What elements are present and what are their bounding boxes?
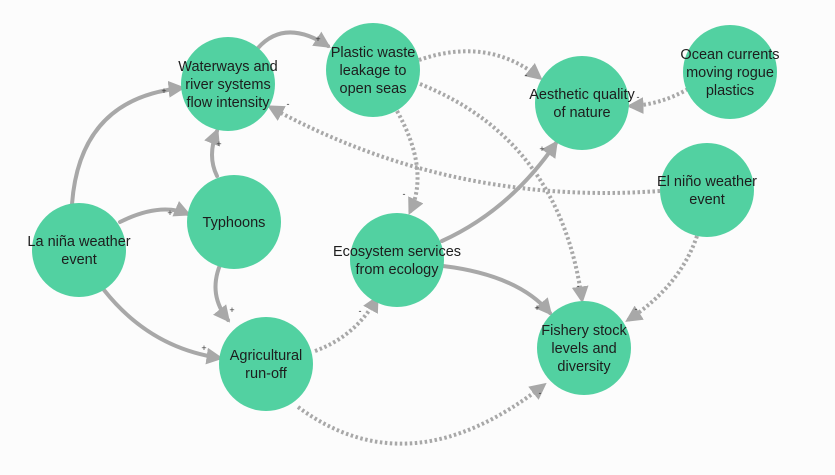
node-label-line: leakage to <box>340 63 407 79</box>
node-label-line: Aesthetic quality <box>529 87 635 103</box>
polarity-label-typhoons-to-waterways: + <box>216 139 221 149</box>
polarity-label-plastic_waste-to-aesthetic: - <box>525 70 528 80</box>
links-layer: + + + + + + - - - - - - + + - - <box>70 30 699 446</box>
polarity-label-agricultural-to-fishery: - <box>539 388 542 398</box>
node-label-line: run-off <box>245 366 288 382</box>
link-typhoons-to-waterways <box>204 127 220 178</box>
node-el-nino: El niño weather event <box>657 143 757 237</box>
node-label-line: Agricultural <box>230 348 303 364</box>
link-la_nina-to-agricultural <box>102 288 224 365</box>
node-ocean-currents: Ocean currents moving rogue plastics <box>680 25 780 119</box>
node-circle <box>350 213 444 307</box>
node-plastic-waste: Plastic waste leakage to open seas <box>326 23 420 117</box>
polarity-label-la_nina-to-agricultural: + <box>201 343 206 353</box>
node-label-line: event <box>689 192 724 208</box>
node-fishery: Fishery stock levels and diversity <box>537 301 631 395</box>
link-ecosystem-to-fishery <box>441 264 553 316</box>
link-ecosystem-to-aesthetic <box>440 140 558 243</box>
link-la_nina-to-waterways <box>70 80 186 206</box>
node-circle <box>326 23 420 117</box>
node-label-line: event <box>61 252 96 268</box>
link-ocean_currents-to-aesthetic <box>626 87 689 114</box>
link-agricultural-to-fishery <box>296 382 547 446</box>
node-circle <box>537 301 631 395</box>
polarity-label-ocean_currents-to-aesthetic: - <box>637 92 640 102</box>
polarity-label-la_nina-to-typhoons: + <box>167 208 172 218</box>
link-la_nina-to-typhoons <box>118 200 192 224</box>
node-la-nina: La niña weather event <box>27 203 131 297</box>
polarity-label-typhoons-to-agricultural: + <box>229 305 234 315</box>
node-circle <box>32 203 126 297</box>
polarity-label-agricultural-to-ecosystem: - <box>359 306 362 316</box>
polarity-label-la_nina-to-waterways: + <box>161 86 166 96</box>
link-el_nino-to-waterways <box>267 105 661 195</box>
polarity-label-ecosystem-to-aesthetic: + <box>539 144 544 154</box>
link-el_nino-to-fishery <box>625 235 699 322</box>
node-label-line: open seas <box>340 81 407 97</box>
node-ecosystem: Ecosystem services from ecology <box>333 213 461 307</box>
node-label-line: flow intensity <box>186 95 270 111</box>
node-label-line: Plastic waste <box>331 45 416 61</box>
node-typhoons: Typhoons <box>187 175 281 269</box>
node-circle <box>187 175 281 269</box>
link-plastic_waste-to-aesthetic <box>418 49 543 81</box>
node-label-line: levels and <box>551 341 616 357</box>
node-label-line: Ecosystem services <box>333 244 461 260</box>
polarity-label-plastic_waste-to-ecosystem: - <box>403 189 406 199</box>
node-label-line: from ecology <box>355 262 439 278</box>
link-plastic_waste-to-ecosystem <box>395 110 424 216</box>
node-circle <box>683 25 777 119</box>
node-label-line: diversity <box>557 359 611 375</box>
link-typhoons-to-agricultural <box>213 263 231 323</box>
node-circle <box>219 317 313 411</box>
nodes-layer: Waterways and river systems flow intensity… <box>27 23 780 411</box>
node-label-line: river systems <box>185 77 270 93</box>
node-circle <box>181 37 275 131</box>
node-label-line: of nature <box>553 105 610 121</box>
node-label-line: La niña weather <box>27 234 130 250</box>
polarity-label-ecosystem-to-fishery: + <box>534 303 539 313</box>
node-agricultural: Agricultural run-off <box>219 317 313 411</box>
polarity-label-el_nino-to-waterways: - <box>287 99 290 109</box>
node-circle <box>535 56 629 150</box>
node-circle <box>660 143 754 237</box>
polarity-label-waterways-to-plastic_waste: + <box>315 34 320 44</box>
link-waterways-to-plastic_waste <box>256 30 331 50</box>
link-agricultural-to-ecosystem <box>314 295 379 353</box>
node-aesthetic: Aesthetic quality of nature <box>529 56 636 150</box>
node-waterways: Waterways and river systems flow intensity <box>178 37 278 131</box>
node-label-line: Fishery stock <box>541 323 627 339</box>
node-label-line: plastics <box>706 83 754 99</box>
node-label-line: Ocean currents <box>680 47 779 63</box>
node-label-line: moving rogue <box>686 65 774 81</box>
polarity-label-el_nino-to-fishery: - <box>635 304 638 314</box>
node-label-line: El niño weather <box>657 174 757 190</box>
node-label-line: Waterways and <box>178 59 277 75</box>
node-label-line: Typhoons <box>203 215 266 231</box>
polarity-label-plastic_waste-to-fishery: - <box>577 281 580 291</box>
